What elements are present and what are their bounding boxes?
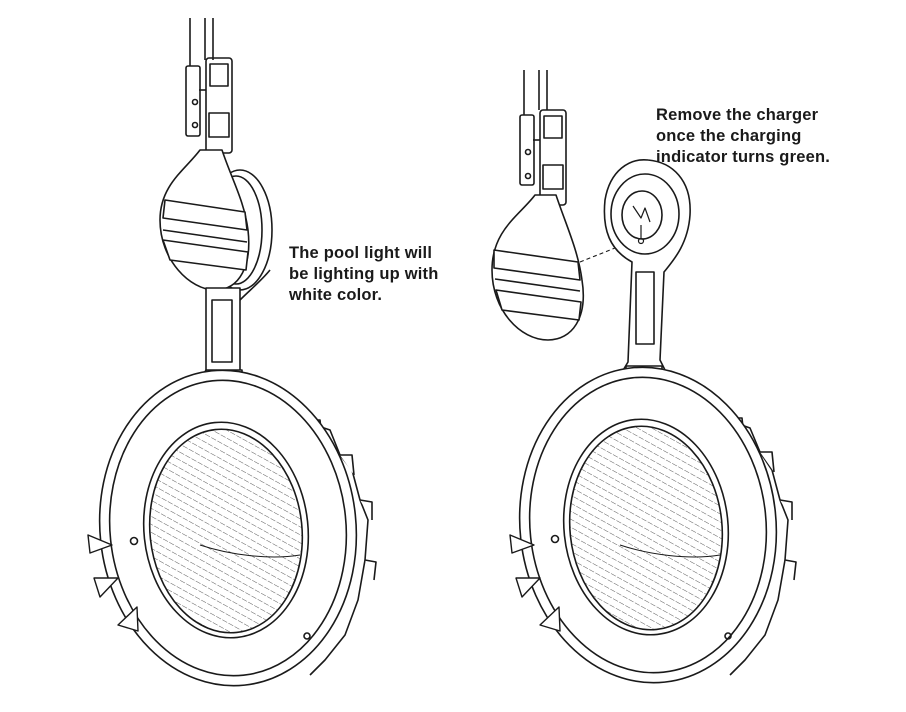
left-caption-line-3: white color.: [289, 286, 383, 304]
right-cable-connector: [519, 109, 567, 208]
right-caption-line-1: Remove the charger: [656, 106, 819, 124]
right-illustration: [491, 70, 797, 684]
light-ray-triangle-icon: [509, 534, 561, 632]
left-caption-line-1: The pool light will: [289, 244, 433, 262]
right-caption-line-3: indicator turns green.: [656, 148, 831, 166]
right-caption-line-2: once the charging: [656, 127, 802, 145]
left-light-face: [98, 369, 358, 687]
charging-indicator-icon: [632, 205, 651, 245]
light-ray-triangle-icon: [87, 534, 139, 632]
right-charger-paddle: [491, 194, 584, 341]
alignment-dashed-line: [579, 237, 641, 263]
left-cable: [189, 18, 214, 66]
left-cable-connector: [185, 57, 233, 158]
right-light-face: [518, 366, 778, 684]
left-illustration: [87, 18, 377, 687]
right-caption: Remove the charger once the charging ind…: [656, 105, 830, 168]
left-caption-line-2: be lighting up with: [289, 265, 439, 283]
left-caption: The pool light will be lighting up with …: [289, 243, 439, 306]
right-cable: [523, 70, 548, 115]
